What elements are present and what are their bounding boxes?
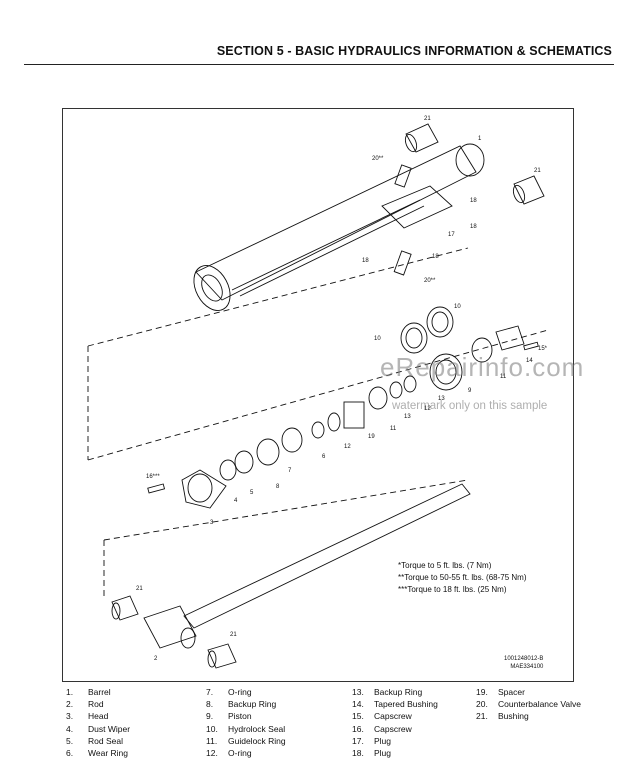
callout-12-a: 12 <box>424 406 431 412</box>
guidelock-ring <box>368 386 388 410</box>
legend-column-2: 7.O-ring 8.Backup Ring 9.Piston 10.Hydro… <box>206 686 286 759</box>
callout-17: 17 <box>448 232 455 238</box>
legend-column-1: 1.Barrel 2.Rod 3.Head 4.Dust Wiper 5.Rod… <box>66 686 130 759</box>
callout-6: 6 <box>322 454 326 460</box>
barrel-eye <box>455 143 485 177</box>
legend-item: 19.Spacer <box>476 687 525 697</box>
piston <box>429 353 463 391</box>
legend-item: 7.O-ring <box>206 687 252 697</box>
callout-21-c: 21 <box>136 586 143 592</box>
counterbalance-valve-bottom <box>393 250 412 276</box>
backup-ring-8 <box>256 438 280 466</box>
watermark-note: watermark only on this sample <box>392 400 548 412</box>
bushing-top-left <box>405 123 439 153</box>
legend-item: 16.Capscrew <box>352 723 412 734</box>
legend-item: 8.Backup Ring <box>206 699 277 710</box>
callout-18-c: 18 <box>432 254 439 260</box>
callout-11-b: 11 <box>390 426 397 432</box>
legend-item: 11.Guidelock Ring <box>206 735 286 746</box>
callout-20-a: 20** <box>372 156 384 162</box>
callout-16: 16*** <box>146 474 160 480</box>
part-code-1: 1001248012-B <box>504 656 544 662</box>
part-codes: 1001248012-B MAE334100 <box>504 655 543 671</box>
callout-1: 1 <box>478 136 482 142</box>
callout-20-b: 20** <box>424 278 436 284</box>
counterbalance-valve-top <box>394 164 412 188</box>
legend-column-3: 13.Backup Ring 14.Tapered Bushing 15.Cap… <box>352 686 438 759</box>
part-code-2: MAE334100 <box>510 664 544 670</box>
callout-15: 15* <box>538 346 548 352</box>
bushing-top-right <box>513 175 545 205</box>
barrel-end <box>193 265 231 311</box>
legend-item: 13.Backup Ring <box>352 687 423 697</box>
callout-8: 8 <box>276 484 280 490</box>
legend-item: 18.Plug <box>352 747 392 758</box>
legend-item: 3.Head <box>66 711 109 722</box>
callout-10-b: 10 <box>374 336 381 342</box>
legend-item: 12.O-ring <box>206 747 252 758</box>
callout-3: 3 <box>210 520 214 526</box>
o-ring-7 <box>281 427 303 453</box>
guidelock-ring-right <box>471 337 493 363</box>
callout-5: 5 <box>250 490 254 496</box>
legend-item: 2.Rod <box>66 699 104 710</box>
barrel <box>195 145 477 301</box>
torque-note-3: ***Torque to 18 ft. lbs. (25 Nm) <box>398 585 507 594</box>
legend-item: 4.Dust Wiper <box>66 723 131 734</box>
callout-12-b: 12 <box>344 444 351 450</box>
callout-19: 19 <box>368 434 375 440</box>
callout-18-a: 18 <box>470 198 477 204</box>
header-rule <box>24 64 614 65</box>
tapered-bushing <box>495 325 525 351</box>
callout-9: 9 <box>468 388 472 394</box>
legend-item: 10.Hydrolock Seal <box>206 723 286 734</box>
torque-notes: *Torque to 5 ft. lbs. (7 Nm) **Torque to… <box>398 560 527 596</box>
legend-column-4: 19.Spacer 20.Counterbalance Valve 21.Bus… <box>476 686 581 723</box>
callout-2: 2 <box>154 656 158 662</box>
rod-seal <box>234 450 254 474</box>
capscrew-15 <box>523 341 539 351</box>
torque-note-2: **Torque to 50-55 ft. lbs. (68-75 Nm) <box>398 573 527 582</box>
callout-7: 7 <box>288 468 292 474</box>
section-header: SECTION 5 - BASIC HYDRAULICS INFORMATION… <box>216 44 612 58</box>
legend-item: 17.Plug <box>352 735 392 746</box>
rod <box>183 483 471 629</box>
wear-ring <box>311 421 325 439</box>
rod-eye <box>143 605 197 649</box>
callout-13-b: 13 <box>404 414 411 420</box>
legend-item: 5.Rod Seal <box>66 735 123 746</box>
legend-item: 21.Bushing <box>476 711 529 722</box>
callout-21-a: 21 <box>424 116 431 122</box>
legend-item: 1.Barrel <box>66 687 111 697</box>
callout-18-d: 18 <box>362 258 369 264</box>
bushing-bottom-right <box>207 643 237 669</box>
valve-block <box>381 185 453 229</box>
torque-note-1: *Torque to 5 ft. lbs. (7 Nm) <box>398 561 492 570</box>
hydrolock-seal-2 <box>426 306 454 338</box>
watermark-brand: eRepairinfo.com <box>380 352 585 382</box>
callout-10-a: 10 <box>454 304 461 310</box>
bushing-bottom-left <box>111 595 139 621</box>
legend-item: 14.Tapered Bushing <box>352 699 438 710</box>
dust-wiper <box>219 459 237 481</box>
legend-item: 15.Capscrew <box>352 711 412 722</box>
diagram-frame <box>62 108 574 682</box>
head <box>181 469 227 509</box>
callout-11-a: 11 <box>500 374 507 380</box>
callout-21-b: 21 <box>534 168 541 174</box>
capscrew-16 <box>147 483 166 494</box>
callout-14: 14 <box>526 358 533 364</box>
callout-18-b: 18 <box>470 224 477 230</box>
legend-item: 9.Piston <box>206 711 252 722</box>
spacer <box>343 401 365 429</box>
callout-21-d: 21 <box>230 632 237 638</box>
hydrolock-seal-1 <box>400 322 428 354</box>
legend-item: 6.Wear Ring <box>66 747 128 758</box>
legend-item: 20.Counterbalance Valve <box>476 699 582 710</box>
callout-13-a: 13 <box>438 396 445 402</box>
callout-4: 4 <box>234 498 238 504</box>
